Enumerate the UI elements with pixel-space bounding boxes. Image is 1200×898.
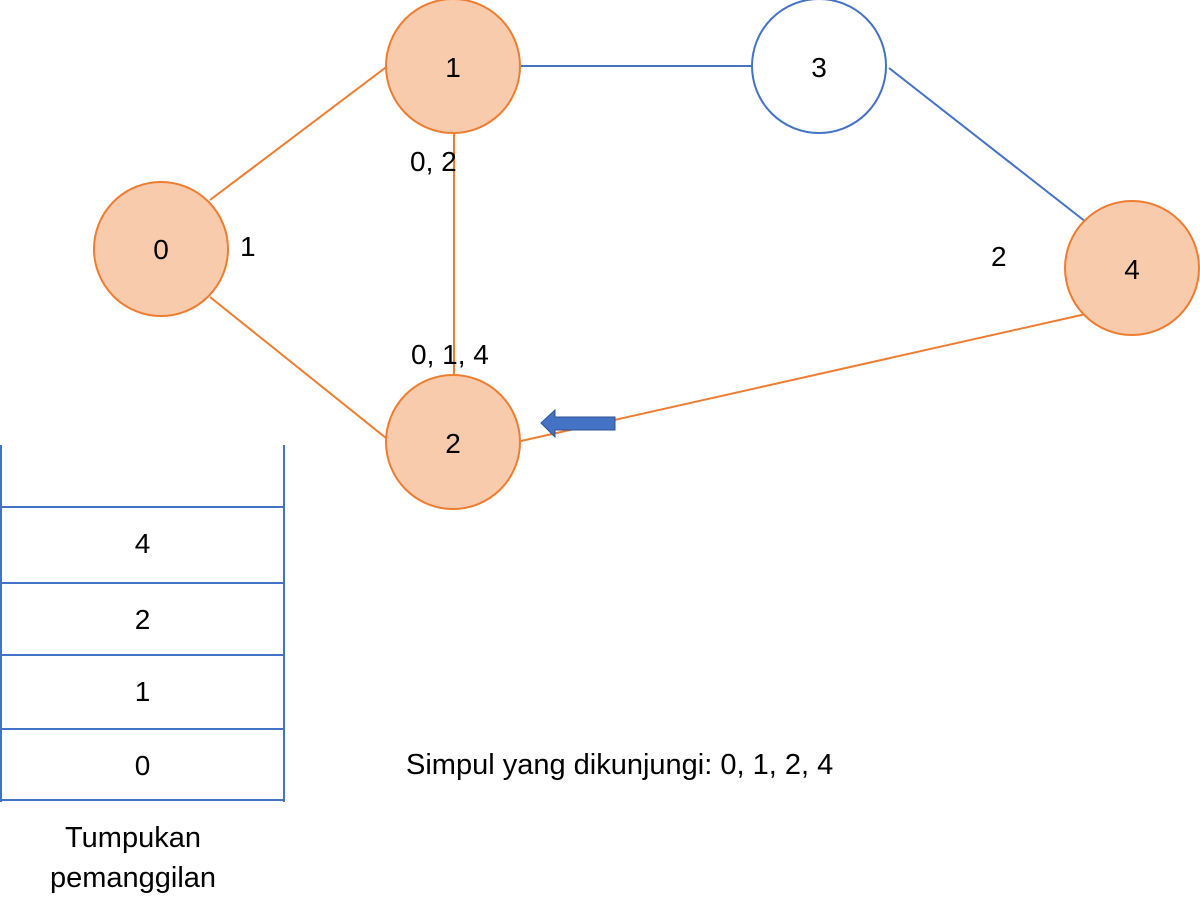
annotation-node-2: 0, 1, 4 xyxy=(411,339,489,370)
node-0: 0 xyxy=(93,181,229,317)
node-4-circle xyxy=(1064,200,1200,336)
node-1: 1 xyxy=(385,0,521,134)
node-3-label: 3 xyxy=(811,52,827,83)
stack-right-wall xyxy=(283,445,285,802)
annotation-node-1: 0, 2 xyxy=(410,146,457,177)
stack-item: 0 xyxy=(0,728,285,802)
stack-item: 2 xyxy=(0,582,285,656)
node-2-circle xyxy=(385,374,521,510)
node-2-label: 2 xyxy=(445,428,461,459)
annotation-node-4: 2 xyxy=(991,241,1007,272)
node-3: 3 xyxy=(751,0,887,134)
stack-item: 4 xyxy=(0,506,285,580)
node-0-label: 0 xyxy=(153,234,169,265)
node-1-label: 1 xyxy=(445,52,461,83)
node-4: 4 xyxy=(1064,200,1200,336)
visited-nodes-text: Simpul yang dikunjungi: 0, 1, 2, 4 xyxy=(406,749,834,781)
edge-3-4 xyxy=(888,67,1087,223)
edge-0-1 xyxy=(209,64,390,201)
node-2: 2 xyxy=(385,374,521,510)
annotation-node-0: 1 xyxy=(240,231,256,262)
node-0-circle xyxy=(93,181,229,317)
edge-0-2 xyxy=(209,296,387,439)
call-stack: 4 2 1 0 xyxy=(0,445,286,802)
stack-item: 1 xyxy=(0,654,285,728)
stack-caption: Tumpukan pemanggilan xyxy=(49,822,217,894)
stack-bottom xyxy=(0,799,285,801)
node-3-circle xyxy=(751,0,887,134)
node-4-label: 4 xyxy=(1124,254,1140,285)
left-arrow-icon xyxy=(540,408,616,439)
stack-left-wall xyxy=(0,445,2,802)
node-1-circle xyxy=(385,0,521,134)
